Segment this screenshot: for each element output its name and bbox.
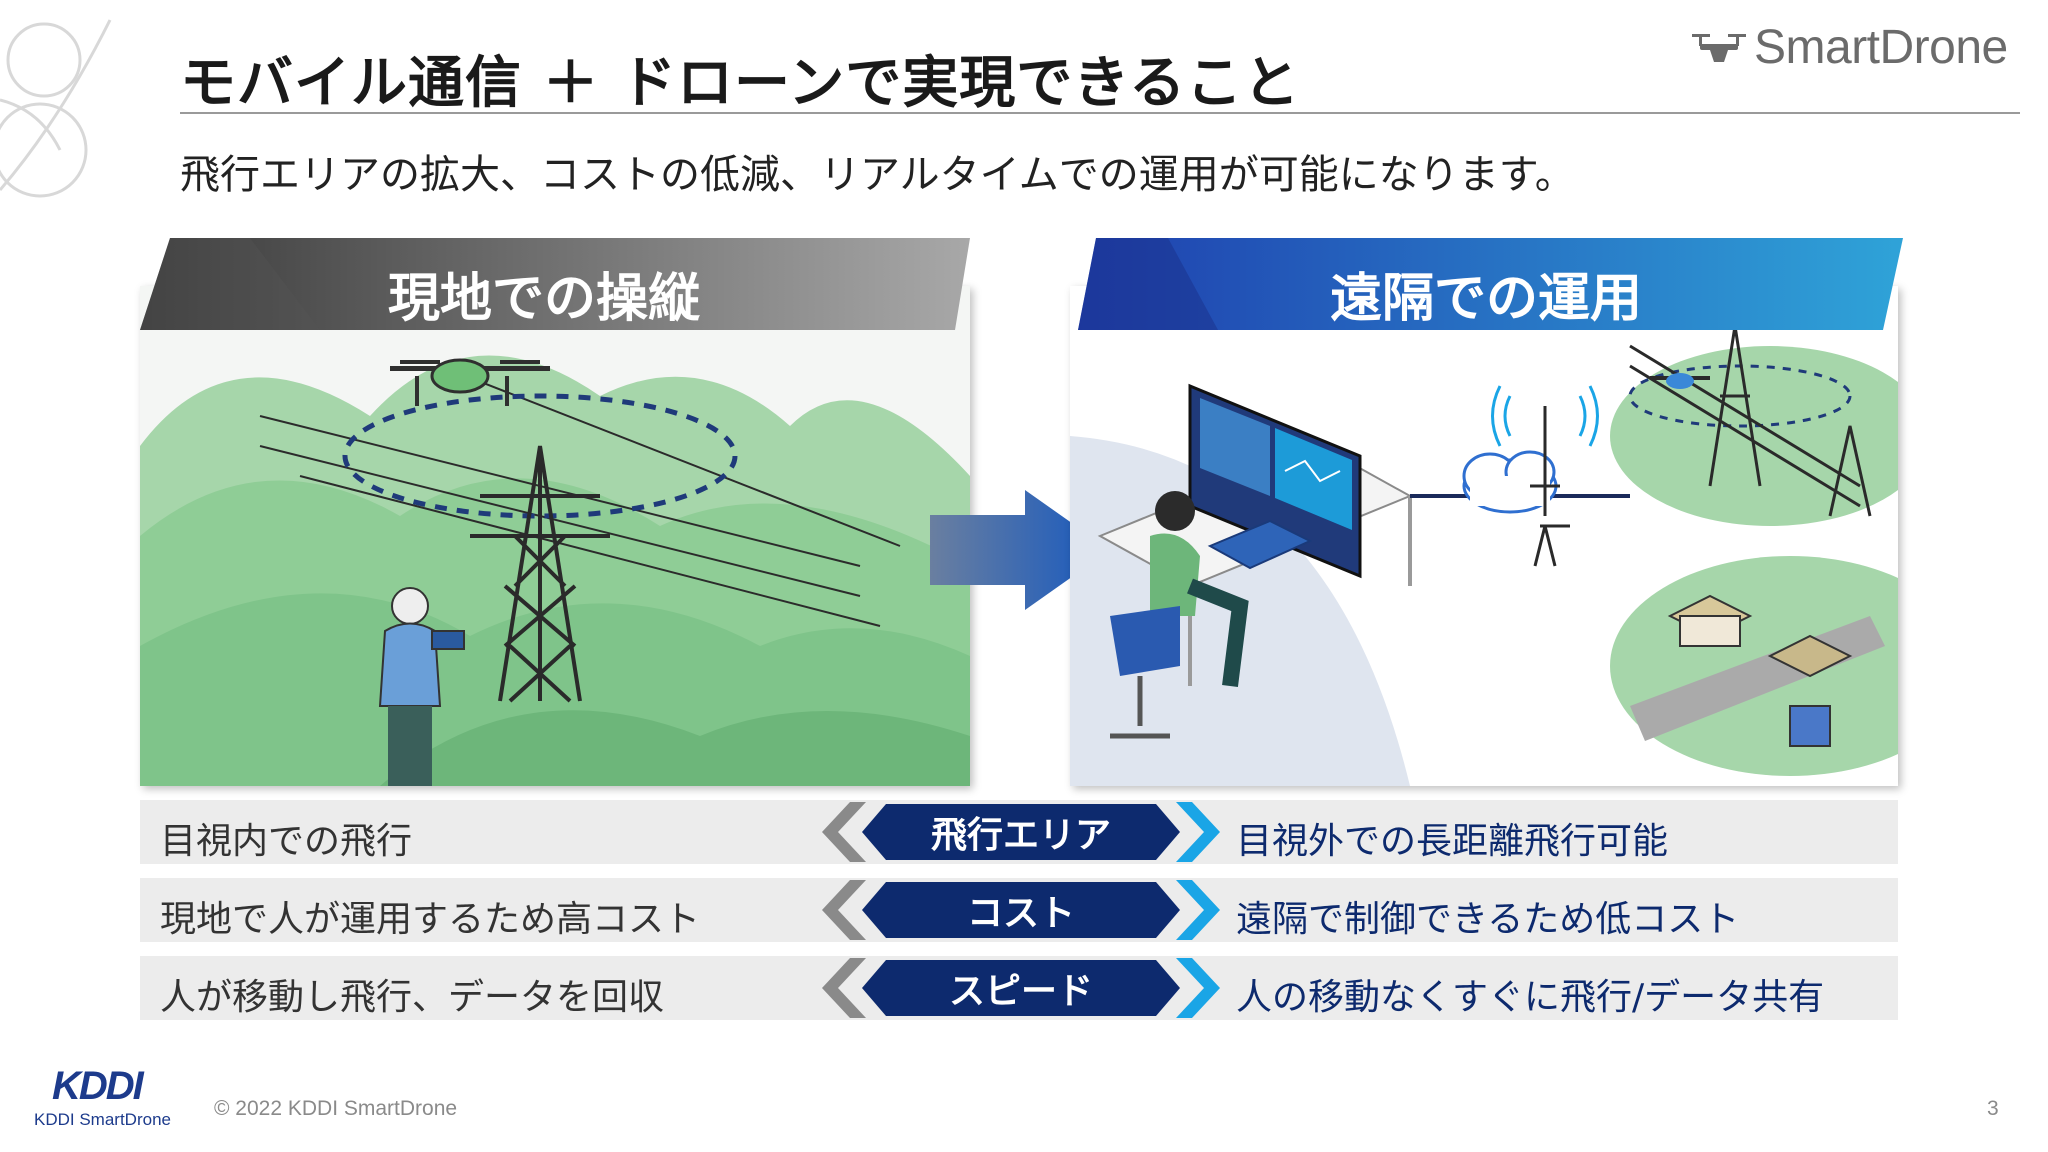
left-panel [140,286,970,786]
chevron-left-icon [822,880,866,940]
right-banner-title: 遠隔での運用 [1330,269,1643,329]
computer-monitor-icon [1188,383,1362,579]
left-banner-title: 現地での操縦 [388,269,701,329]
remote-operation-illustration [1070,286,1898,786]
right-cell: 目視外での長距離飛行可能 [1236,821,1669,862]
left-cell: 現地で人が運用するため高コスト [160,899,701,940]
chevron-left-icon [822,802,866,862]
right-cell: 人の移動なくすぐに飛行/データ共有 [1236,977,1825,1018]
drone-icon [390,358,550,406]
left-cell: 目視内での飛行 [160,821,413,862]
transmission-tower-icon [470,445,610,703]
operator-icon [378,587,465,786]
right-banner-bg [1078,238,1903,330]
right-cell: 遠隔で制御できるため低コスト [1236,899,1740,940]
row-label: 飛行エリア [930,815,1111,856]
slide-subtitle: 飛行エリアの拡大、コストの低減、リアルタイムでの運用が可能になります。 [180,152,1575,198]
operator-icon [1110,491,1249,739]
slide-title: モバイル通信 ＋ ドローンで実現できること [180,51,1301,116]
chevron-left-icon [822,958,866,1018]
copyright-text: © 2022 KDDI SmartDrone [214,1097,458,1120]
chevron-right-icon [1176,880,1220,940]
title-divider [180,112,2020,114]
corner-decoration [0,19,112,198]
row-label: スピード [948,971,1093,1012]
kddi-logo-subtitle: KDDI SmartDrone [34,1110,171,1129]
signal-tower-icon [1491,385,1599,567]
drone-logo-icon [1692,33,1746,62]
chevron-right-icon [1176,802,1220,862]
cloud-icon [1462,450,1558,514]
kddi-logo: KDDI [52,1064,144,1108]
label-badge-bg [862,804,1180,860]
row-label: コスト [966,893,1075,934]
label-badge-bg [862,960,1180,1016]
brand-name: SmartDrone [1754,21,2008,74]
left-cell: 人が移動し飛行、データを回収 [160,977,665,1018]
left-banner-bg [140,238,970,330]
drone-icon [1650,373,1710,389]
onsite-operation-illustration [140,286,970,786]
arrow-right-icon [930,490,1110,610]
smartdrone-logo: SmartDrone [1692,20,2008,75]
right-panel [1070,286,1898,786]
chevron-right-icon [1176,958,1220,1018]
label-badge-bg [862,882,1180,938]
page-number: 3 [1987,1097,1999,1120]
house-icon [1667,594,1853,747]
